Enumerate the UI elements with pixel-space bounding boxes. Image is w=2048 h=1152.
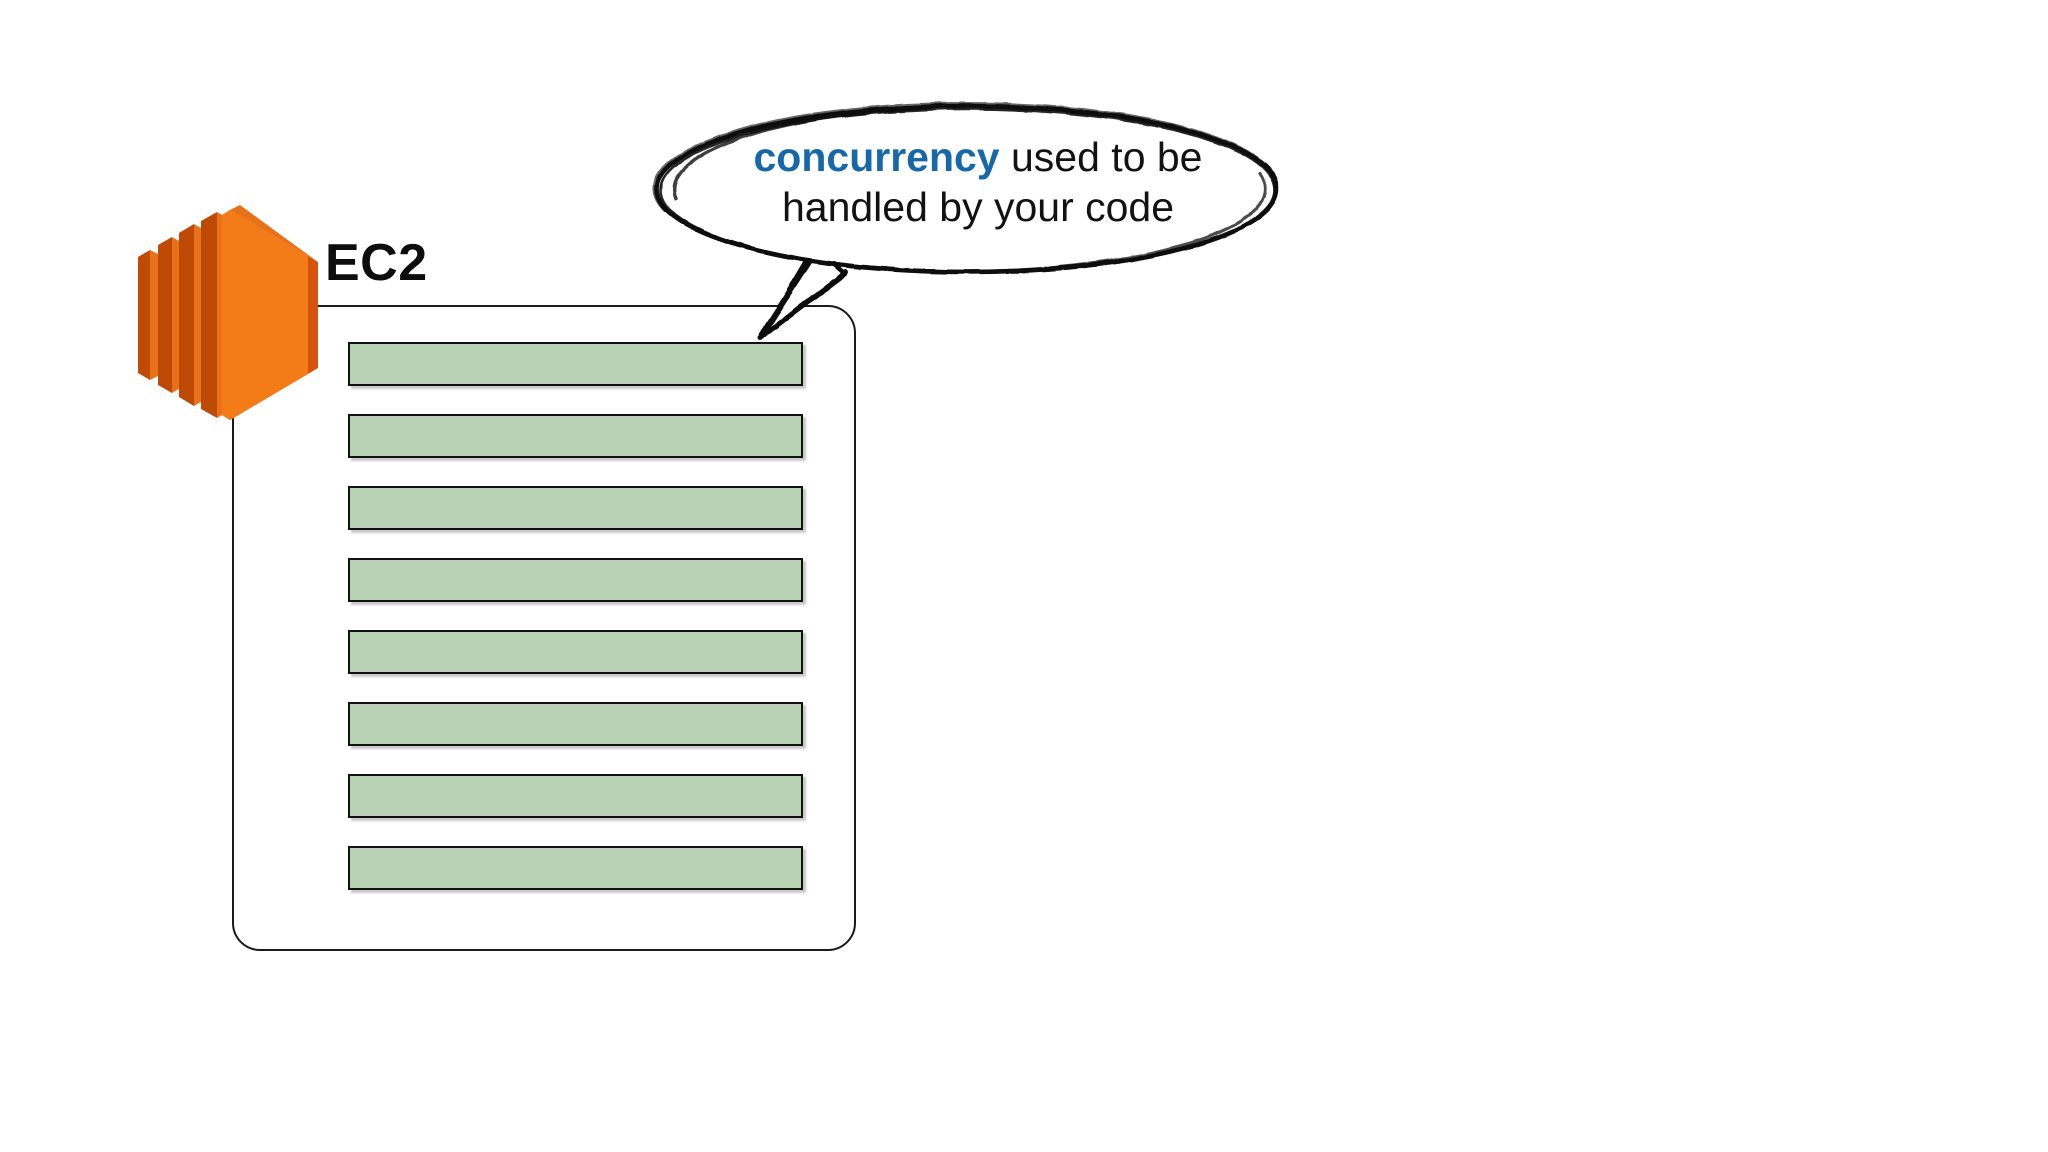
aws-ec2-icon xyxy=(138,205,318,420)
speech-bubble-callout xyxy=(652,101,1280,341)
request-bar xyxy=(348,414,803,458)
request-bar xyxy=(348,846,803,890)
bubble-line1-rest: used to be xyxy=(999,134,1203,180)
request-bar xyxy=(348,486,803,530)
bubble-highlight-word: concurrency xyxy=(753,134,1000,180)
request-bar xyxy=(348,342,803,386)
bubble-line2: handled by your code xyxy=(781,184,1175,231)
request-bar xyxy=(348,774,803,818)
request-bar-list xyxy=(348,342,803,890)
request-bar xyxy=(348,558,803,602)
ec2-label: EC2 xyxy=(325,234,428,292)
bubble-tail xyxy=(757,244,849,341)
request-bar xyxy=(348,630,803,674)
bubble-text: concurrency used to be handled by your c… xyxy=(718,132,1238,232)
request-bar xyxy=(348,702,803,746)
ec2-host-box xyxy=(232,305,856,951)
bubble-ellipse xyxy=(652,101,1280,275)
